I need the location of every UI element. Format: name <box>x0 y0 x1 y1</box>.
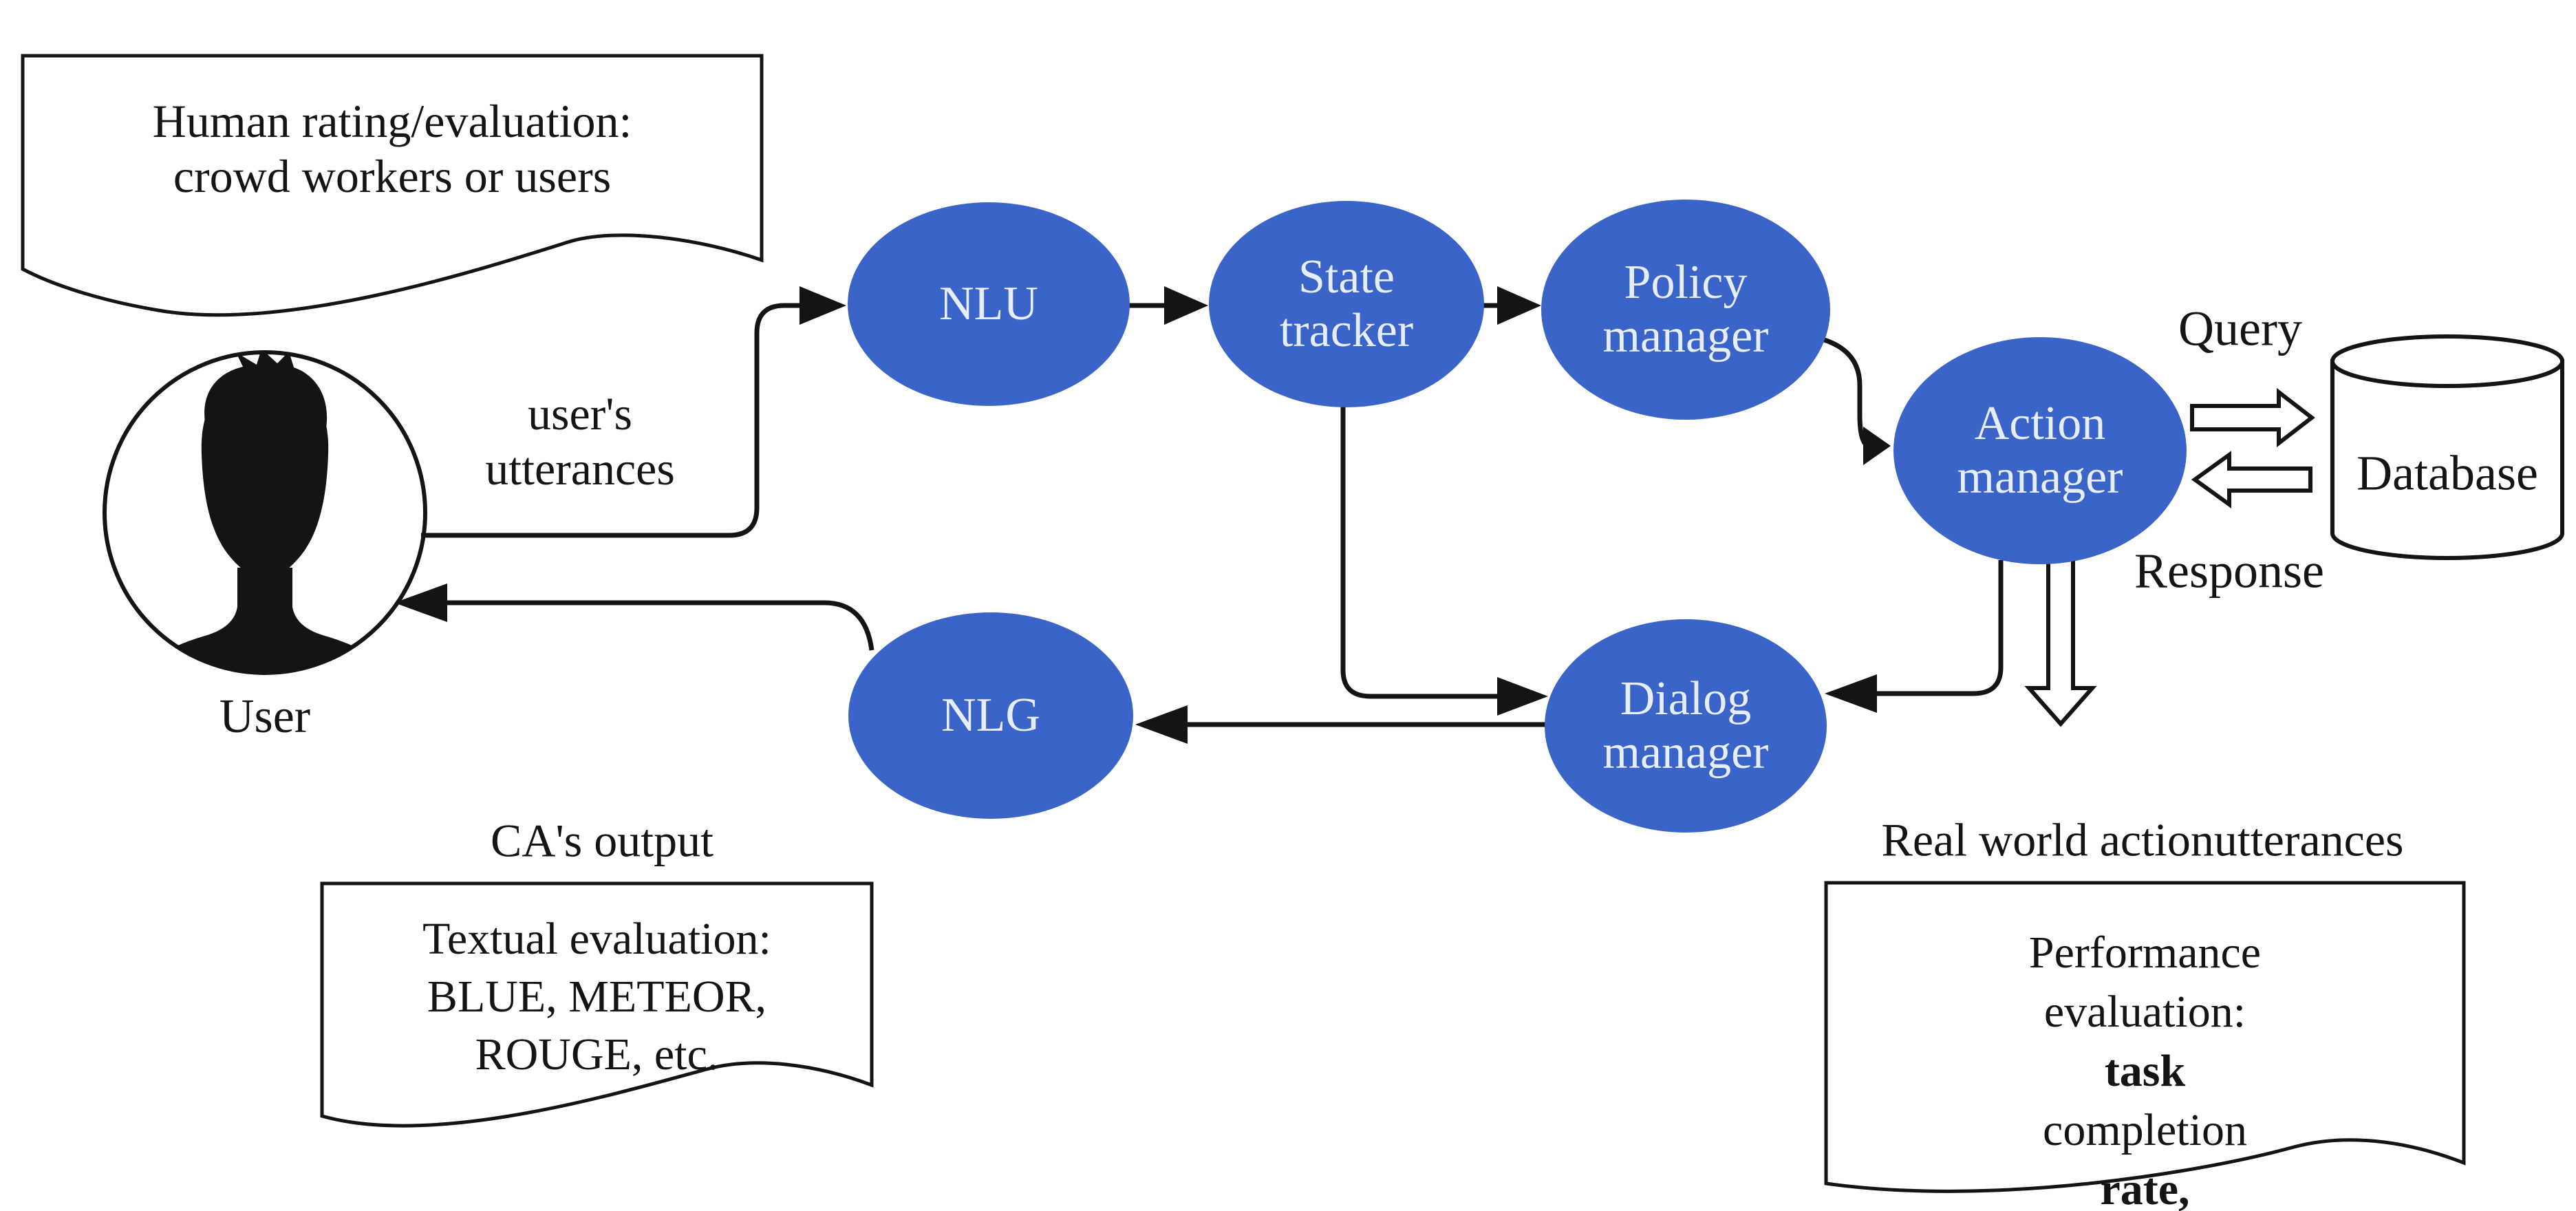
label-real-world-action: Real world actionutterances <box>1881 813 2404 866</box>
arrow-dialog-to-nlg <box>1135 705 1547 744</box>
arrow-policy-to-action <box>1819 336 1891 465</box>
note-performance-eval-text: Performance evaluation: task completion … <box>1824 881 2466 1211</box>
database-label: Database <box>2357 445 2538 501</box>
note-human-rating: Human rating/evaluation: crowd workers o… <box>21 54 764 343</box>
response-hollow-arrow-icon <box>2191 451 2312 508</box>
query-hollow-arrow-icon <box>2190 387 2315 448</box>
document-shape <box>320 881 874 1128</box>
node-nlg: NLG <box>848 612 1133 819</box>
label-cas-output: CA's output <box>491 814 713 867</box>
arrow-user-to-nlu <box>421 286 846 538</box>
action-down-hollow-arrow-icon <box>2024 555 2097 727</box>
person-silhouette-icon <box>116 354 414 672</box>
note-performance-eval: Performance evaluation: task completion … <box>1824 881 2466 1211</box>
perf-line-rate: task completion rate, <box>2043 1046 2247 1211</box>
database-cylinder <box>2330 334 2564 560</box>
node-nlu: NLU <box>848 202 1130 406</box>
user-avatar <box>103 350 427 675</box>
arrow-action-to-dialog <box>1825 560 2004 713</box>
user-label: User <box>219 690 311 743</box>
arrow-state-to-dialog <box>1340 406 1548 716</box>
label-users-utterances: user's utterances <box>485 387 675 495</box>
document-shape <box>1824 881 2466 1193</box>
note-textual-eval-text: Textual evaluation: BLUE, METEOR, ROUGE,… <box>422 914 771 1080</box>
arrow-nlu-to-state-tracker <box>1128 286 1208 325</box>
label-response: Response <box>2134 543 2324 599</box>
note-human-rating-text: Human rating/evaluation: crowd workers o… <box>152 95 632 202</box>
arrow-state-to-policy <box>1483 286 1541 325</box>
label-query: Query <box>2178 301 2302 356</box>
note-textual-eval: Textual evaluation: BLUE, METEOR, ROUGE,… <box>320 881 874 1153</box>
document-shape <box>21 54 764 317</box>
user-avatar-circle <box>103 350 427 675</box>
arrow-nlg-to-user <box>394 583 874 651</box>
